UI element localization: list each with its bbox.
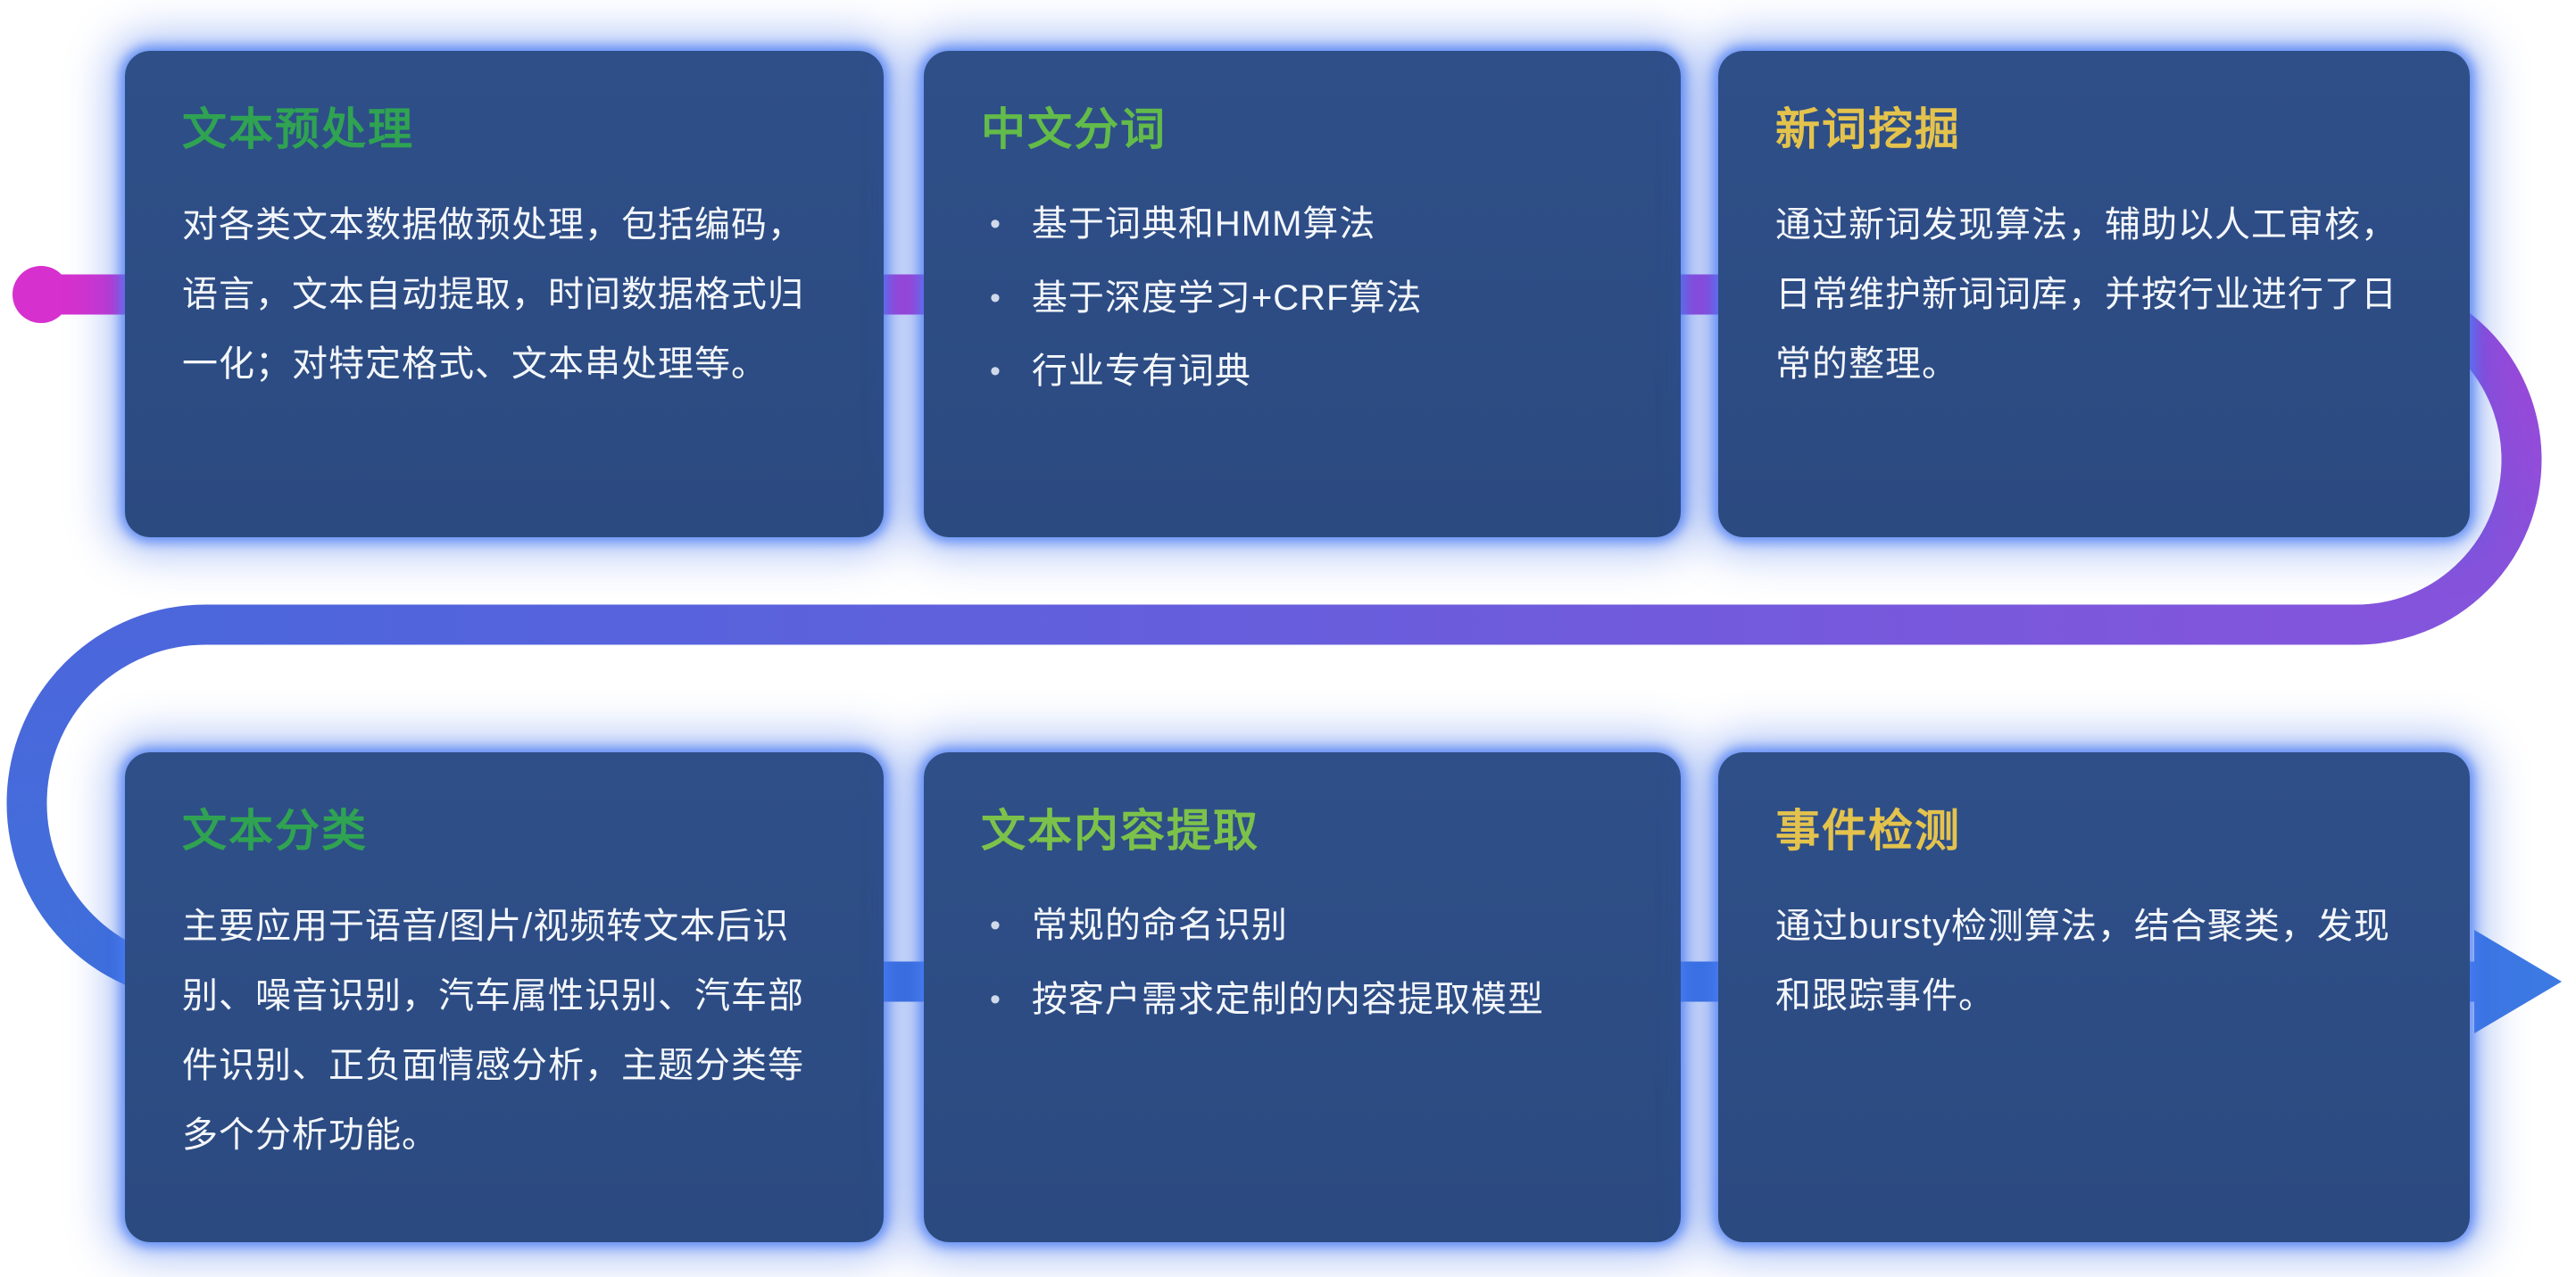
bullet-text: 常规的命名识别 (1031, 906, 1288, 945)
card-body: 对各类文本数据做预处理，包括编码，语言，文本自动提取，时间数据格式归一化；对特定… (182, 205, 804, 384)
bullet-dot-icon: • (990, 280, 1001, 315)
flow-segment-left-uturn (6, 604, 206, 1002)
bullet-text: 基于词典和HMM算法 (1031, 204, 1376, 244)
card-new-word-mining: 新词挖掘 通过新词发现算法，辅助以人工审核，日常维护新词词库，并按行业进行了日常… (1718, 51, 2470, 537)
bullet-text: 基于深度学习+CRF算法 (1031, 278, 1423, 318)
card-chinese-word-segmentation: 中文分词 • 基于词典和HMM算法 • 基于深度学习+CRF算法 • 行业专有词… (924, 51, 1681, 537)
bullet-dot-icon: • (990, 207, 1001, 241)
card-event-detection: 事件检测 通过bursty检测算法，结合聚类，发现和跟踪事件。 (1718, 752, 2470, 1242)
flow-start-dot-icon (12, 266, 70, 323)
flow-arrow-icon (2474, 930, 2562, 1033)
card-text-content-extraction: 文本内容提取 • 常规的命名识别 • 按客户需求定制的内容提取模型 (924, 752, 1681, 1242)
bullet-item: • 按客户需求定制的内容提取模型 (990, 966, 1624, 1034)
card-body: 通过新词发现算法，辅助以人工审核，日常维护新词词库，并按行业进行了日常的整理。 (1775, 205, 2397, 384)
card-body: 主要应用于语音/图片/视频转文本后识别、噪音识别，汽车属性识别、汽车部件识别、正… (182, 907, 804, 1155)
bullet-text: 行业专有词典 (1031, 352, 1251, 391)
card-text-preprocessing: 文本预处理 对各类文本数据做预处理，包括编码，语言，文本自动提取，时间数据格式归… (125, 51, 884, 537)
card-title: 新词挖掘 (1775, 104, 1961, 154)
bullet-item: • 基于深度学习+CRF算法 (990, 264, 1624, 333)
bullet-item: • 行业专有词典 (990, 337, 1624, 406)
bullet-text: 按客户需求定制的内容提取模型 (1031, 979, 1544, 1019)
card-title: 中文分词 (981, 104, 1167, 154)
card-body: 通过bursty检测算法，结合聚类，发现和跟踪事件。 (1775, 907, 2390, 1016)
card-title: 文本预处理 (182, 104, 414, 154)
card-title: 文本内容提取 (981, 806, 1259, 856)
card-text-classification: 文本分类 主要应用于语音/图片/视频转文本后识别、噪音识别，汽车属性识别、汽车部… (125, 752, 884, 1242)
bullet-dot-icon: • (990, 908, 1001, 942)
bullet-item: • 常规的命名识别 (990, 891, 1624, 960)
card-title: 文本分类 (182, 806, 368, 856)
bullet-list: • 基于词典和HMM算法 • 基于深度学习+CRF算法 • 行业专有词典 (981, 190, 1624, 406)
bullet-dot-icon: • (990, 982, 1001, 1016)
card-title: 事件检测 (1775, 806, 1961, 856)
bullet-dot-icon: • (990, 354, 1001, 388)
bullet-item: • 基于词典和HMM算法 (990, 190, 1624, 259)
bullet-list: • 常规的命名识别 • 按客户需求定制的内容提取模型 (981, 891, 1624, 1033)
